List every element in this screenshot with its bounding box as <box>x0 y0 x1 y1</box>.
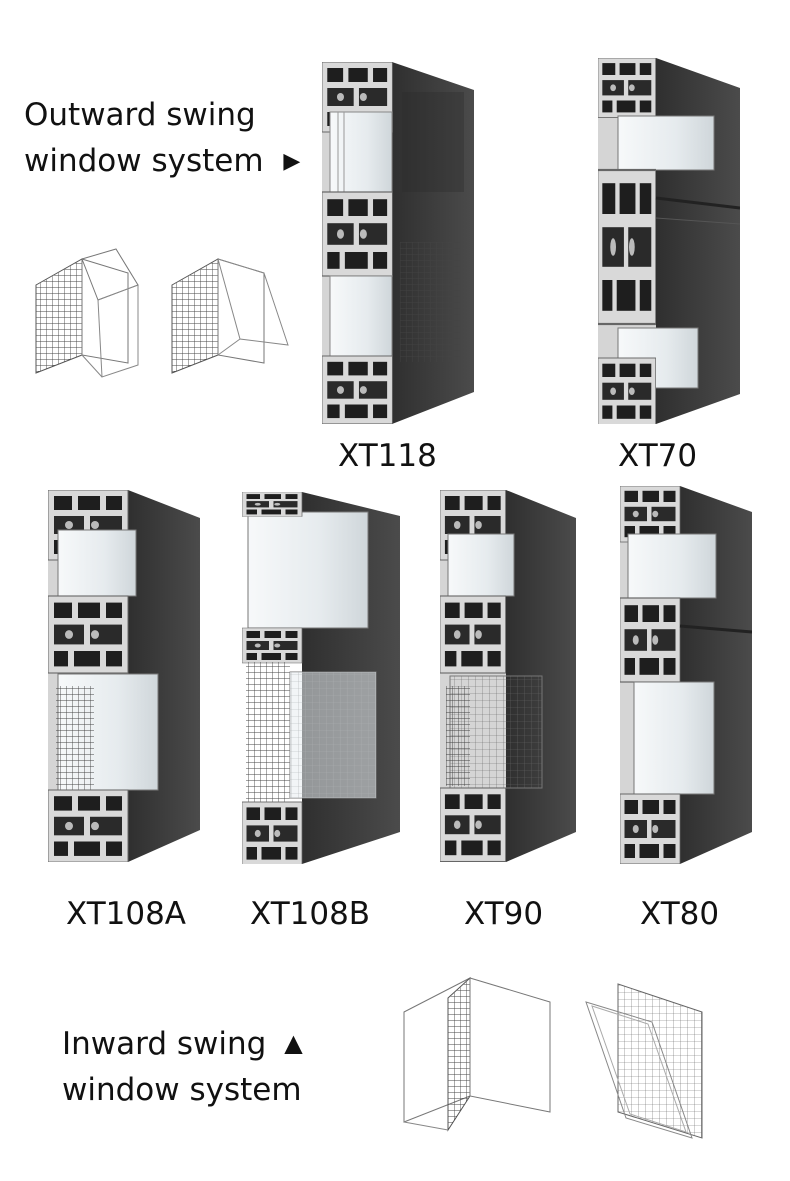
inward-swing-heading: Inward swing ▲ window system <box>62 1020 303 1113</box>
outward-awning-sketch-icon <box>171 258 289 374</box>
xt90-profile-image <box>440 490 576 862</box>
outward-swing-heading: Outward swing window system ▶ <box>24 92 300 185</box>
up-arrow-icon: ▲ <box>284 1029 303 1057</box>
inward-casement-sketch-icon <box>403 976 551 1132</box>
outward-heading-line2-row: window system ▶ <box>24 138 300 185</box>
play-arrow-icon: ▶ <box>283 149 301 174</box>
xt90-label: XT90 <box>464 896 544 932</box>
xt118-profile-image <box>322 62 474 424</box>
outward-heading-line1: Outward swing <box>24 97 256 133</box>
xt118-label: XT118 <box>338 438 437 474</box>
xt80-profile-image <box>620 486 752 864</box>
xt108a-profile-image <box>48 490 200 862</box>
inward-heading-line1-row: Inward swing ▲ <box>62 1020 303 1067</box>
outward-casement-sketch-icon <box>35 248 139 378</box>
xt108a-label: XT108A <box>66 896 187 932</box>
xt70-profile-image <box>598 58 740 424</box>
inward-tilt-sketch-icon <box>585 983 703 1139</box>
xt108b-label: XT108B <box>250 896 371 932</box>
xt80-label: XT80 <box>640 896 720 932</box>
xt70-label: XT70 <box>618 438 698 474</box>
xt108b-profile-image <box>242 492 400 864</box>
outward-heading-line2: window system <box>24 143 264 179</box>
inward-heading-line1: Inward swing <box>62 1026 267 1062</box>
inward-heading-line2: window system <box>62 1072 302 1108</box>
